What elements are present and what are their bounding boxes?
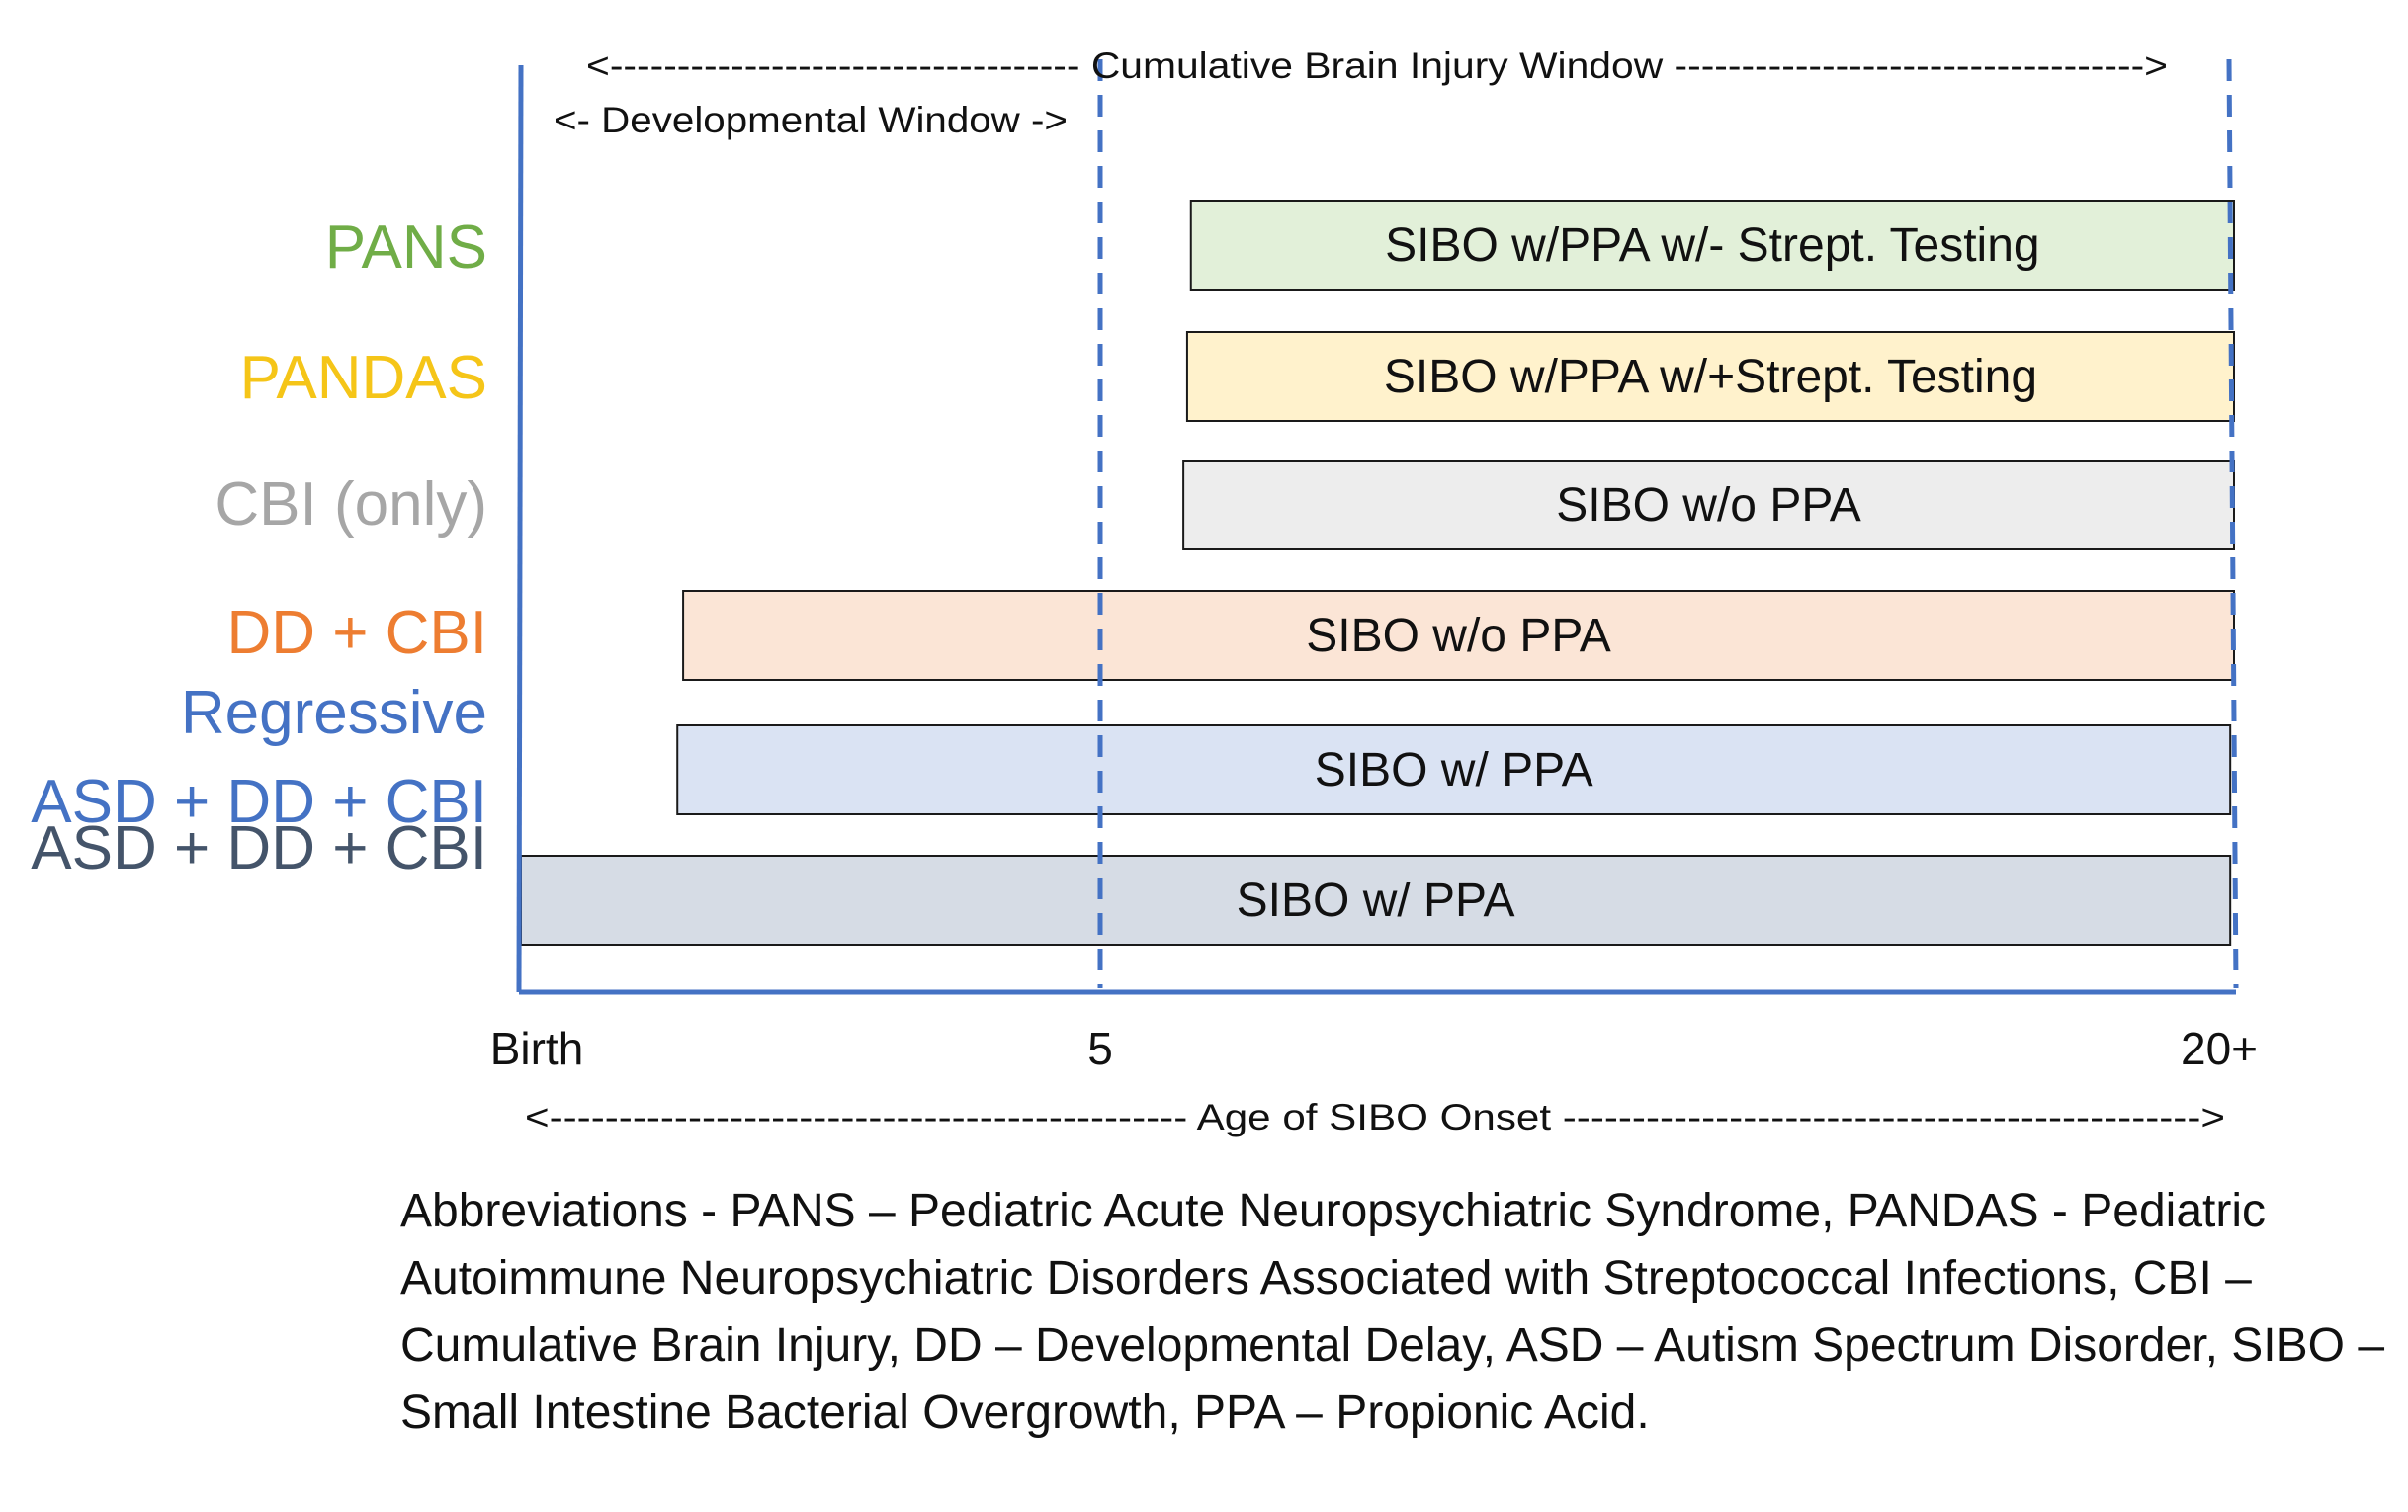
age-of-sibo-onset-label: <---------------------------------------…: [525, 1097, 2225, 1137]
bar-label-row-5: SIBO w/ PPA: [1315, 744, 1593, 797]
abbreviations-footnote: Abbreviations - PANS – Pediatric Acute N…: [400, 1185, 2385, 1439]
row-label-4: DD + CBI: [226, 599, 487, 667]
x-tick-5: 5: [1087, 1023, 1113, 1074]
y-axis-line: [516, 64, 524, 993]
x-tick-20-plus: 20+: [2181, 1023, 2258, 1074]
developmental-window-label: <- Developmental Window ->: [554, 100, 1068, 140]
bar-label-row-2: SIBO w/PPA w/+Strept. Testing: [1384, 351, 2037, 403]
cumulative-brain-injury-window-label: <----------------------------------- Cum…: [586, 45, 2168, 86]
row-label-1: PANS: [325, 213, 487, 282]
bar-label-row-1: SIBO w/PPA w/- Strept. Testing: [1385, 219, 2039, 272]
bar-label-row-4: SIBO w/o PPA: [1306, 610, 1611, 662]
row-label-5-line-2: ASD + DD + CBI: [31, 768, 487, 836]
x-tick-birth: Birth: [490, 1023, 584, 1074]
bar-row-1: [1189, 200, 2235, 291]
bar-row-5: [676, 724, 2232, 815]
bar-label-row-3: SIBO w/o PPA: [1556, 479, 1861, 532]
bar-row-4: [682, 590, 2236, 681]
row-label-3: CBI (only): [215, 470, 487, 539]
bar-row-6: [520, 855, 2232, 946]
row-label-5: Regressive: [181, 679, 487, 747]
row-label-2: PANDAS: [240, 344, 487, 412]
cumulative-window-end-boundary: [2226, 58, 2239, 989]
bar-label-row-6: SIBO w/ PPA: [1237, 875, 1515, 927]
bar-row-2: [1185, 331, 2235, 422]
row-label-6: ASD + DD + CBI: [31, 814, 487, 882]
